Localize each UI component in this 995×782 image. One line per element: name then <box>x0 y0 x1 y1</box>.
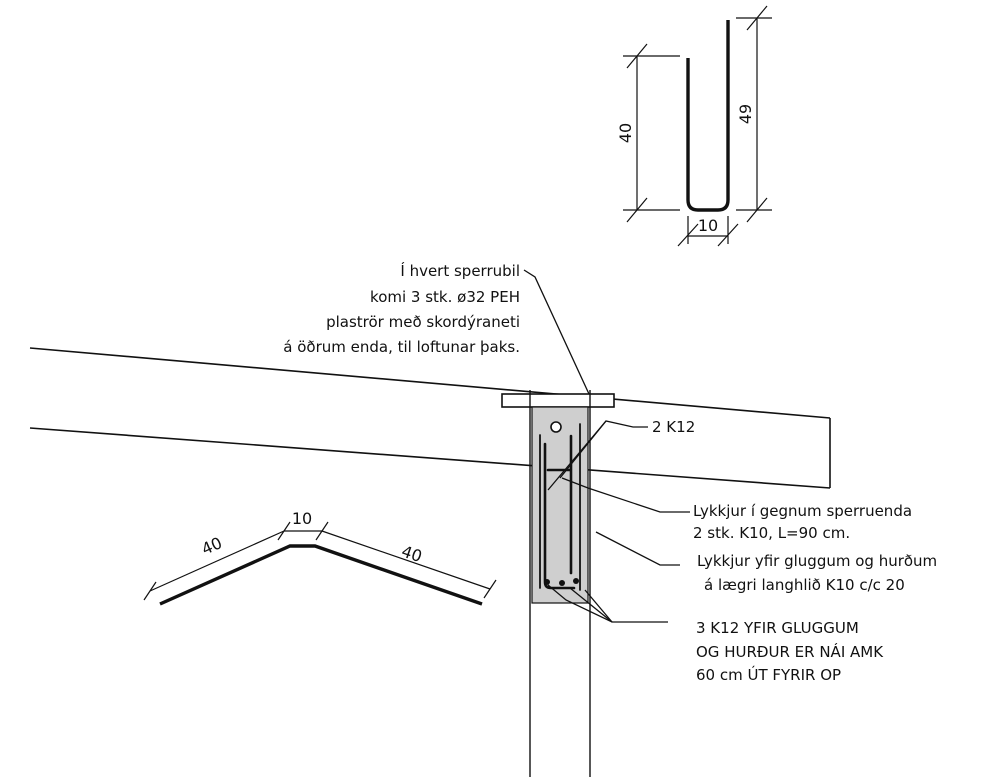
wall-plate <box>501 393 615 408</box>
note-vent-line-4: á öðrum enda, til loftunar þaks. <box>283 338 520 356</box>
u-bar-dim-left: 40 <box>616 123 635 143</box>
leader-2k12 <box>547 420 648 491</box>
u-bar <box>686 20 730 212</box>
leader-lykkjur-sperru <box>561 477 690 513</box>
leader-3k12 <box>547 584 668 623</box>
rebar-dot <box>544 579 550 585</box>
leader-vent <box>523 269 590 395</box>
leader-lines <box>523 269 690 623</box>
note-lykkjur-gluggum-line-2: á lægri langhlið K10 c/c 20 <box>704 576 905 594</box>
label-2k12: 2 K12 <box>652 418 695 436</box>
u-bar-dim-bottom: 10 <box>698 216 718 235</box>
rebar-dot <box>573 578 579 584</box>
bent-bar-dim-right: 40 <box>399 542 424 567</box>
note-lykkjur-sperru-line-1: Lykkjur í gegnum sperruenda <box>693 502 912 520</box>
bent-bar-dim-left: 40 <box>199 533 225 559</box>
rafter-bottom-line <box>29 427 831 489</box>
note-vent-line-2: komi 3 stk. ø32 PEH <box>370 288 520 306</box>
u-bar-shape: 40 49 10 <box>616 5 772 247</box>
note-lykkjur-gluggum: Lykkjur yfir gluggum og hurðum á lægri l… <box>697 552 937 594</box>
note-lykkjur-sperru: Lykkjur í gegnum sperruenda 2 stk. K10, … <box>693 502 912 542</box>
rebar-section-dots <box>544 578 579 586</box>
wall <box>529 390 591 777</box>
rebar-dot <box>559 580 565 586</box>
leader-lykkjur-gluggum <box>595 531 680 566</box>
bent-bar <box>159 544 483 606</box>
concrete-beam <box>531 406 589 604</box>
note-vent-line-1: Í hvert sperrubil <box>400 261 520 280</box>
vent-pipe-icon <box>550 421 562 433</box>
note-vent-line-3: plaströr með skordýraneti <box>326 313 520 331</box>
note-3k12-line-2: OG HURÐUR ER NÁI AMK <box>696 642 884 661</box>
note-lykkjur-gluggum-line-1: Lykkjur yfir gluggum og hurðum <box>697 552 937 570</box>
bent-bar-dim-top: 10 <box>292 509 312 528</box>
note-3k12: 3 K12 YFIR GLUGGUM OG HURÐUR ER NÁI AMK … <box>696 619 884 684</box>
bent-bar-shape: 40 10 40 <box>143 509 497 606</box>
note-lykkjur-sperru-line-2: 2 stk. K10, L=90 cm. <box>693 524 850 542</box>
rafter-top-line <box>29 347 831 419</box>
note-3k12-line-1: 3 K12 YFIR GLUGGUM <box>696 619 859 637</box>
u-bar-dim-right: 49 <box>736 104 755 124</box>
note-3k12-line-3: 60 cm ÚT FYRIR OP <box>696 665 841 684</box>
note-vent: Í hvert sperrubil komi 3 stk. ø32 PEH pl… <box>283 261 520 356</box>
rafter <box>29 347 831 489</box>
